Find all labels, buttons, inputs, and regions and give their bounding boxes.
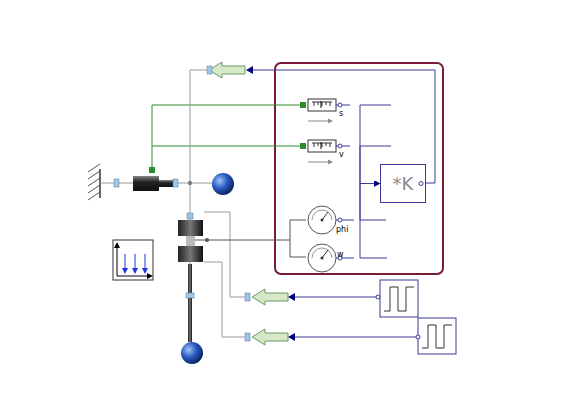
body-mass (181, 342, 203, 364)
torque-source (207, 62, 245, 78)
controller-frame (275, 63, 443, 274)
position-sensor: v (300, 138, 391, 166)
body-mass (212, 173, 234, 195)
body-rod (188, 264, 192, 342)
input-port (246, 66, 253, 74)
sensor-label: w (337, 251, 418, 259)
world-gravity (113, 240, 153, 280)
gain-label: *K (380, 164, 426, 203)
fixed-ground (88, 164, 133, 200)
revolute-joint (178, 213, 306, 262)
sensor-label: phi (336, 226, 416, 234)
prismatic-joint (133, 176, 212, 191)
sensor-label: s (339, 110, 430, 118)
gain-block: *K (380, 164, 426, 203)
sensor-label: v (339, 151, 430, 159)
pulse-source (416, 318, 456, 354)
block-icon (306, 242, 387, 275)
frame-wire (204, 212, 245, 337)
sensor-frame-wire (152, 105, 303, 170)
torque-source (245, 329, 295, 345)
block-icon (300, 138, 391, 166)
torque-source (245, 289, 295, 305)
position-sensor: s (300, 97, 391, 125)
frame-connector (186, 293, 194, 298)
frame-connector (149, 167, 155, 173)
block-icon (300, 97, 391, 125)
pulse-source (376, 280, 418, 317)
angle-sensor: w (306, 242, 387, 275)
angle-sensor: phi (306, 204, 386, 237)
